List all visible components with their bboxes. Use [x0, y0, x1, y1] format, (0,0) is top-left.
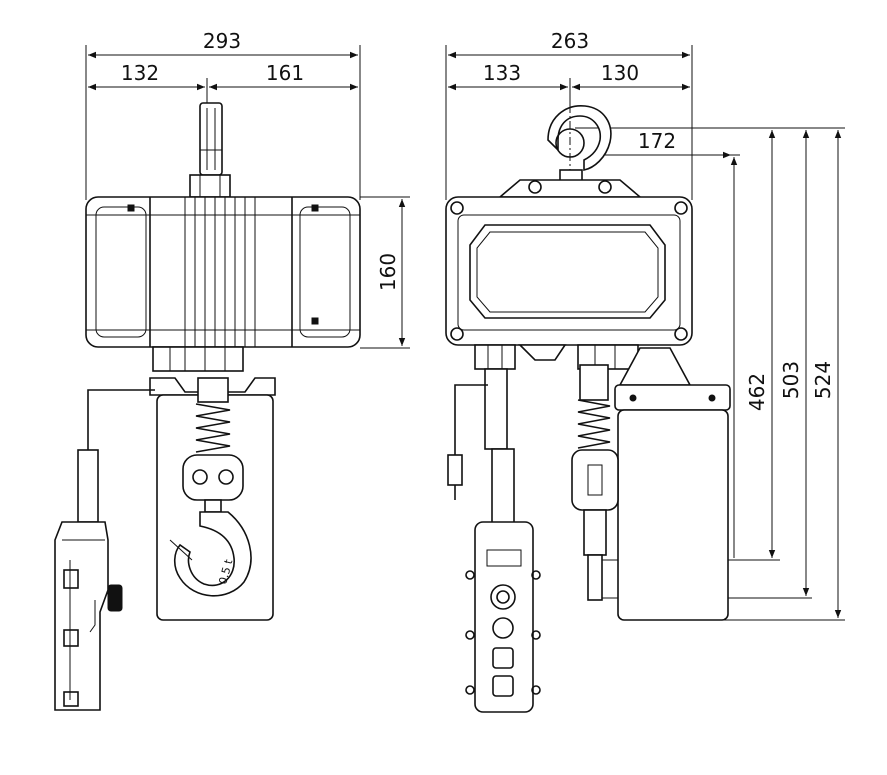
right-left-offset-label: 133 — [483, 61, 521, 85]
right-dimension-lines — [445, 45, 693, 200]
right-chain-container — [614, 384, 731, 621]
left-view: 293 132 161 160 — [54, 29, 410, 711]
right-housing — [445, 196, 693, 361]
body-height-label: 160 — [376, 253, 400, 291]
right-top-hook — [497, 105, 643, 200]
left-spring — [195, 377, 231, 453]
right-right-offset-label: 130 — [601, 61, 639, 85]
right-view: 263 133 130 172 462 503 524 — [445, 29, 845, 713]
left-offset-label: 132 — [121, 61, 159, 85]
hook-offset-label: 172 — [638, 129, 676, 153]
hook-rating-label: 0.5 t — [216, 557, 235, 585]
right-pendant — [465, 521, 541, 713]
left-pendant — [54, 521, 123, 711]
right-offset-label: 161 — [266, 61, 304, 85]
right-overall-width-label: 263 — [551, 29, 589, 53]
left-pendant-cable — [77, 389, 155, 523]
right-pendant-cable — [447, 368, 515, 525]
right-spring-hook — [571, 364, 619, 601]
right-connectors — [474, 344, 692, 386]
height-524-label: 524 — [811, 361, 835, 399]
height-503-label: 503 — [779, 361, 803, 399]
left-hook — [169, 454, 252, 597]
left-motor-body — [85, 196, 361, 348]
height-462-label: 462 — [745, 373, 769, 411]
left-lower-connectors — [149, 346, 276, 396]
left-suspension-stem — [189, 102, 231, 198]
left-dimension-lines — [85, 45, 410, 349]
left-overall-width-label: 293 — [203, 29, 241, 53]
